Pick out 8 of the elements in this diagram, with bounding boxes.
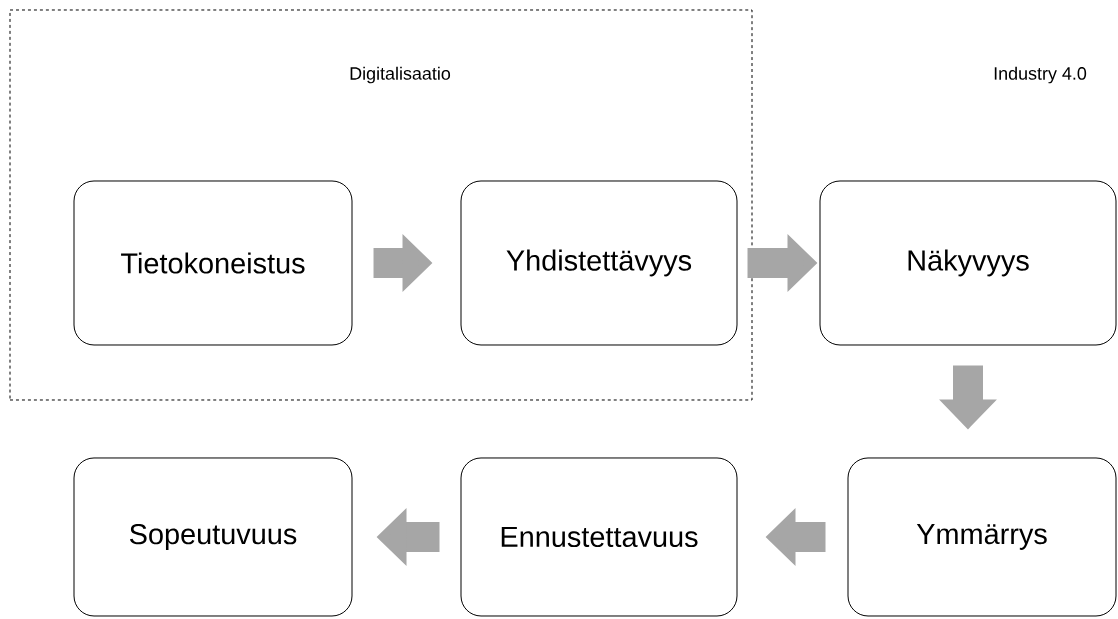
process-box: Yhdistettävyys [460,180,738,346]
section-label: Industry 4.0 [994,66,1087,84]
process-box: Sopeutuvuus [73,457,353,617]
group-heading: Digitalisaatio [350,66,451,84]
process-box: Ennustettavuus [460,457,738,617]
process-box: Ymmärrys [847,457,1117,617]
process-box: Tietokoneistus [73,180,353,346]
process-box: Näkyvyys [819,180,1117,346]
